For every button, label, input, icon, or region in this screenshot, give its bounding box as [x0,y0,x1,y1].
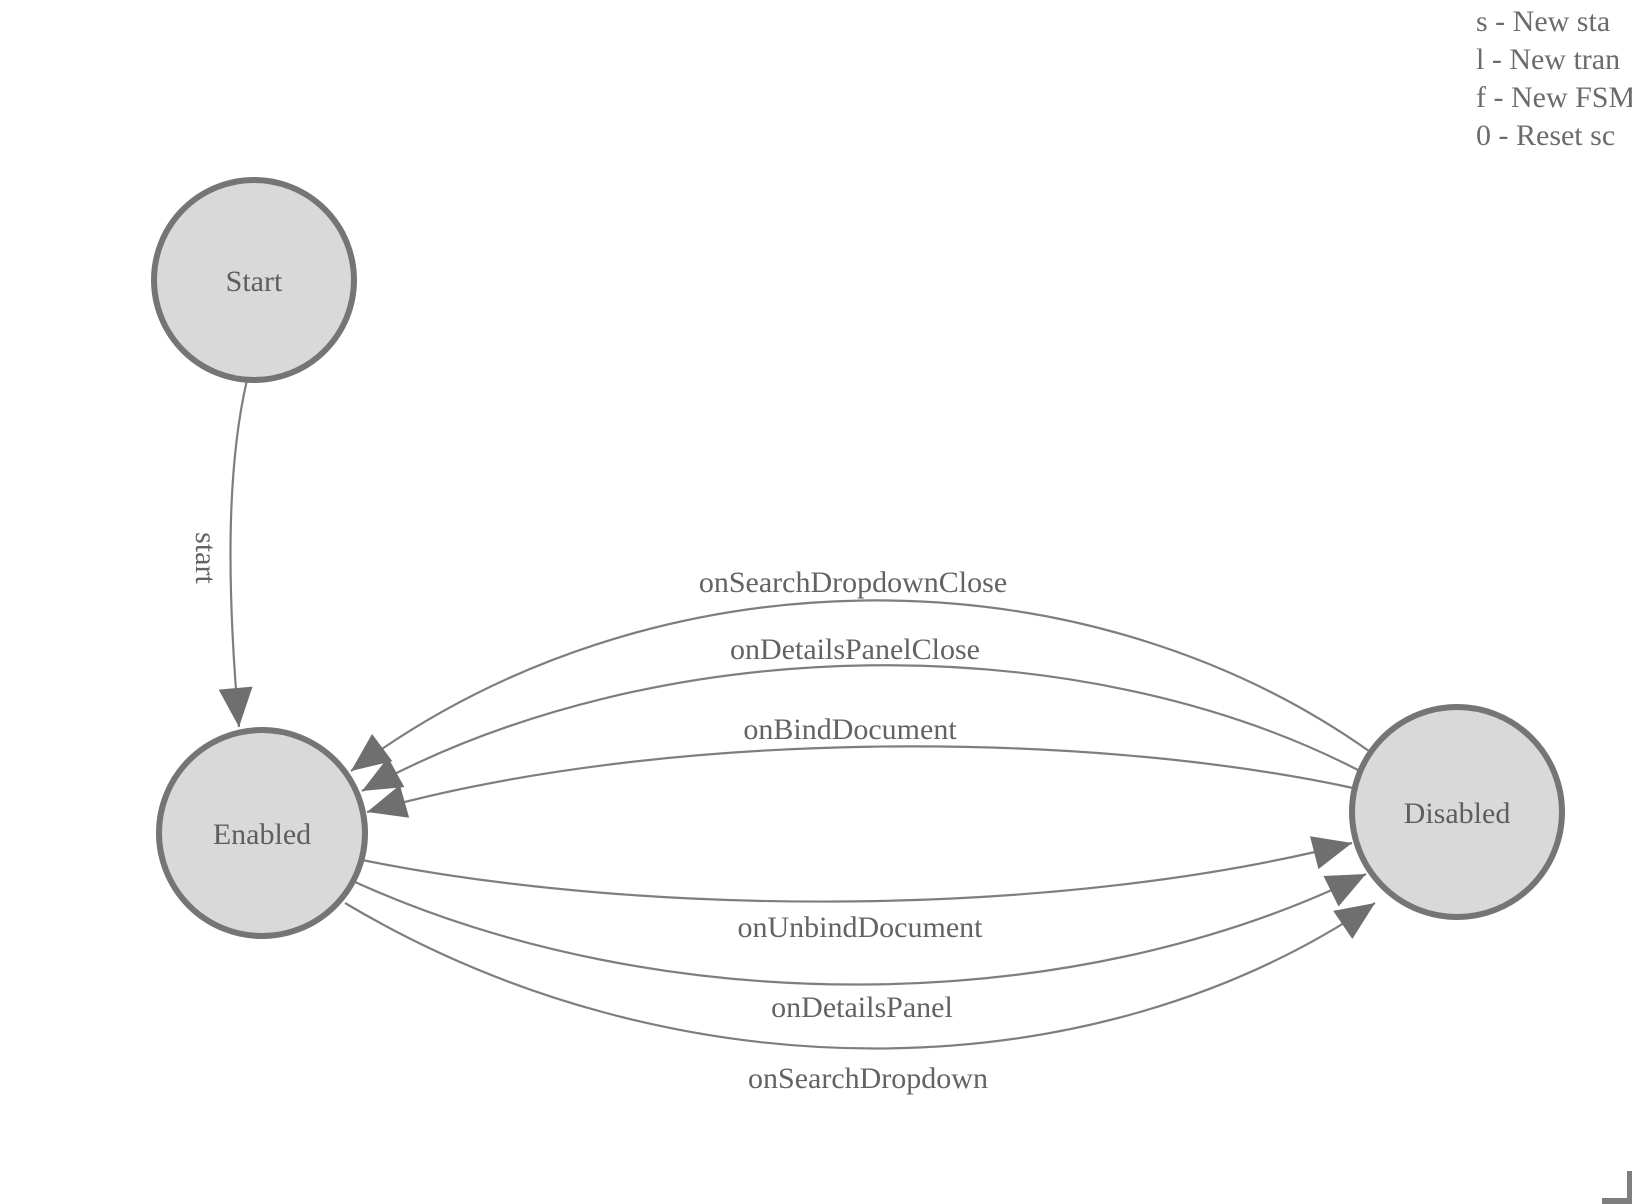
state-label-disabled: Disabled [1404,797,1511,830]
offscreen-panel-corner [1602,1171,1632,1204]
state-circle-start[interactable] [151,177,357,383]
state-circle-enabled[interactable] [156,727,368,939]
edge-label-onBindDocument: onBindDocument [743,713,957,746]
shortcut-legend: s - New sta l - New tran f - New FSM 0 -… [1476,3,1632,155]
transition-edge-onSearchDropdownClose[interactable] [350,599,1370,772]
legend-line-reset: 0 - Reset sc [1476,119,1616,152]
transition-edge-onUnbindDocument[interactable] [361,836,1353,903]
state-label-start: Start [226,265,283,298]
transition-edge-onDetailsPanel[interactable] [354,873,1367,986]
edge-label-start: start [189,532,222,584]
state-label-enabled: Enabled [213,818,311,851]
edges [218,379,1376,1050]
edge-label-onUnbindDocument: onUnbindDocument [738,911,984,944]
transition-edge-onSearchDropdown[interactable] [344,902,1376,1050]
legend-line-new-fsm: f - New FSM [1476,81,1632,114]
state-node-enabled[interactable]: Enabled [156,727,368,939]
edge-labels: start onSearchDropdownClose onDetailsPan… [189,532,1007,1095]
transition-edge-onDetailsPanelClose[interactable] [361,664,1359,792]
edge-label-onDetailsPanel: onDetailsPanel [771,991,953,1024]
edge-label-onSearchDropdown: onSearchDropdown [748,1062,988,1095]
transition-edge-onBindDocument[interactable] [366,745,1354,818]
state-node-start[interactable]: Start [151,177,357,383]
state-node-disabled[interactable]: Disabled [1349,704,1565,920]
state-circle-disabled[interactable] [1349,704,1565,920]
edge-label-onSearchDropdownClose: onSearchDropdownClose [699,566,1007,599]
transition-edge-start[interactable] [218,379,253,728]
legend-line-new-state: s - New sta [1476,5,1611,38]
edge-label-onDetailsPanelClose: onDetailsPanelClose [730,633,980,666]
legend-line-new-transition: l - New tran [1476,43,1621,76]
